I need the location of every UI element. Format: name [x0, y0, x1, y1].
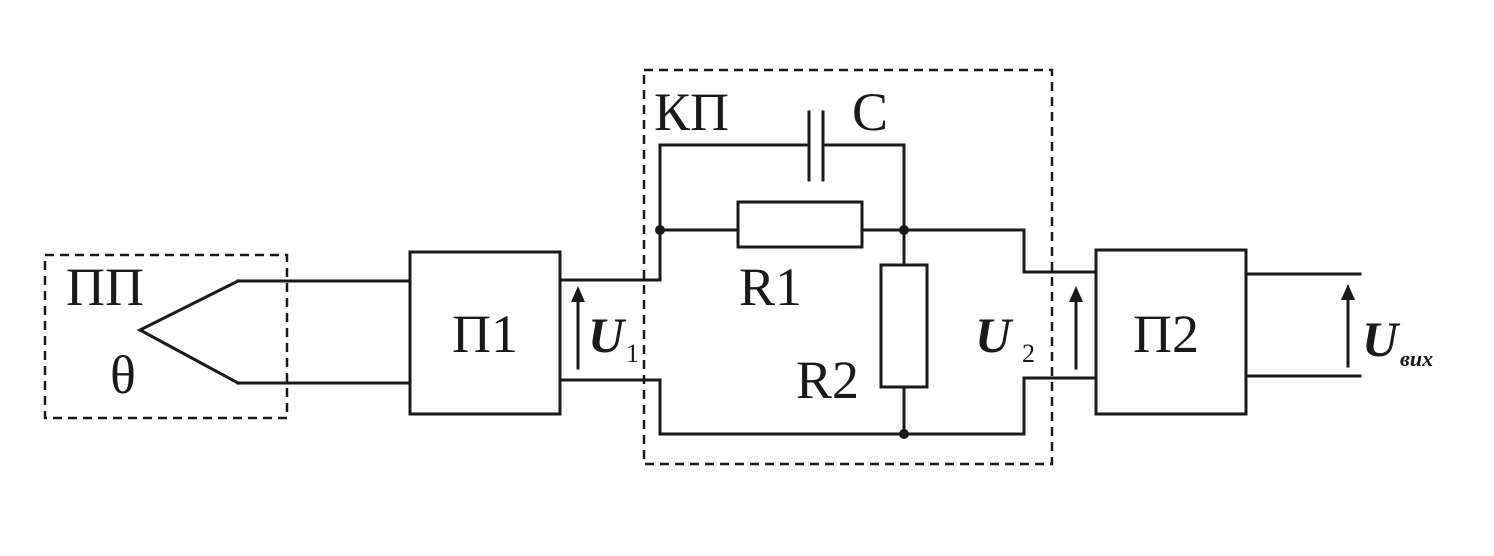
u1-label: U: [588, 307, 627, 363]
uout-subscript: вих: [1400, 346, 1433, 371]
wire-capacitor-right: [821, 143, 906, 232]
thermocouple-junction: [136, 278, 241, 386]
sensor-label: ПП: [66, 257, 144, 317]
sensor-enclosure: [43, 253, 289, 420]
r2-resistor: [879, 263, 929, 389]
p1-block: [408, 250, 562, 416]
u2-subscript: 2: [1022, 339, 1035, 368]
uout-arrow-head: [1341, 284, 1355, 300]
p1-label: П1: [452, 304, 518, 364]
correction-circuit-enclosure: [642, 68, 1054, 466]
u1-arrow-head: [571, 286, 585, 302]
u1-subscript: 1: [626, 339, 639, 368]
r1-label: R1: [739, 257, 802, 317]
c-label: C: [852, 82, 888, 142]
p2-label: П2: [1133, 304, 1199, 364]
wire-p1-bottom-out: [558, 378, 662, 436]
r2-label: R2: [796, 350, 859, 410]
wire-capacitor-left: [658, 143, 811, 232]
r1-resistor: [736, 200, 864, 249]
kp-label: КП: [654, 82, 729, 142]
wire-kp-bottom-out: [658, 376, 1098, 436]
theta-label: θ: [110, 345, 136, 405]
wire-kp-top-out: [902, 228, 1098, 274]
u2-arrow-head: [1069, 286, 1083, 302]
uout-label: U: [1362, 311, 1401, 367]
p2-block: [1094, 248, 1248, 416]
u2-label: U: [975, 307, 1014, 363]
wire-p1-top-out: [558, 228, 662, 282]
node-left: [655, 225, 665, 235]
